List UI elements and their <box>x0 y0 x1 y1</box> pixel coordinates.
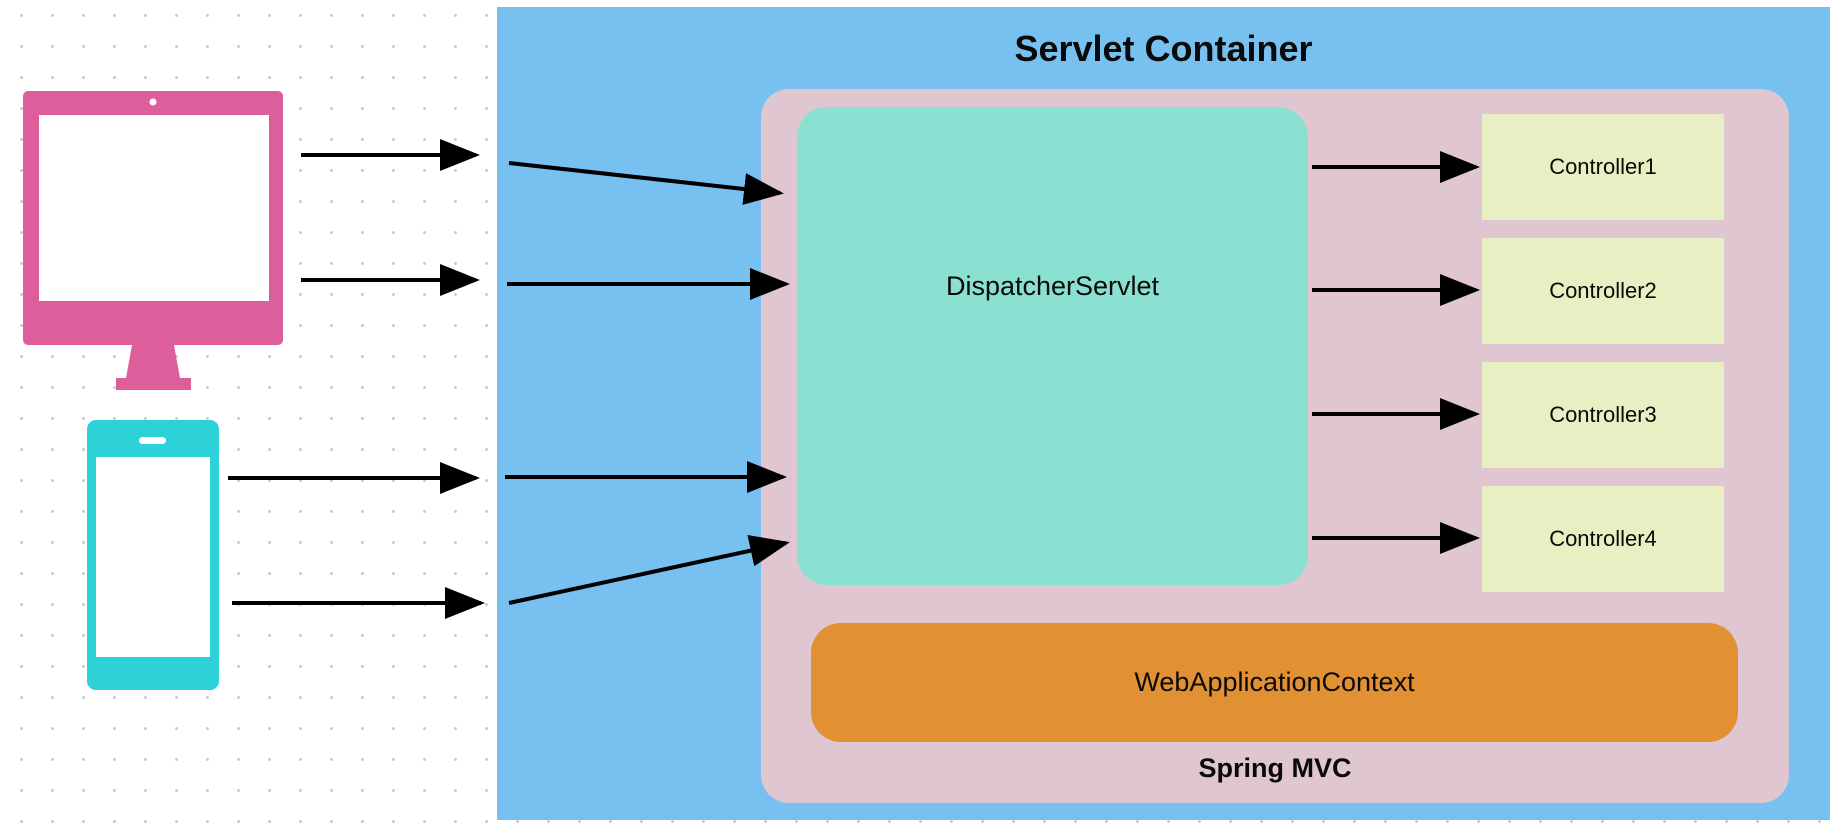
desktop-monitor-icon <box>23 91 283 390</box>
controller-3-box: Controller3 <box>1482 362 1724 468</box>
mobile-phone-icon <box>87 420 219 690</box>
spring-mvc-label: Spring MVC <box>1198 753 1352 783</box>
dispatcher-servlet-box: DispatcherServlet <box>797 107 1308 585</box>
web-application-context-box: WebApplicationContext <box>811 623 1738 742</box>
dispatcher-servlet-label: DispatcherServlet <box>945 270 1160 301</box>
controller-1-box: Controller1 <box>1482 114 1724 220</box>
servlet-container-title: Servlet Container <box>1014 28 1313 69</box>
controller-2-box: Controller2 <box>1482 238 1724 344</box>
controller-4-box: Controller4 <box>1482 486 1724 592</box>
